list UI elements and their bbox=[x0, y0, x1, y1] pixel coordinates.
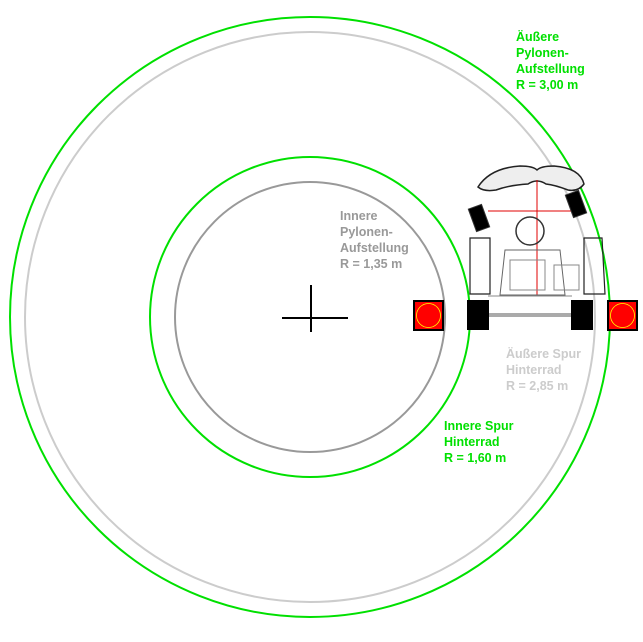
label-line: Hinterrad bbox=[506, 363, 562, 377]
label-line: Innere Spur bbox=[444, 419, 514, 433]
radius-value: R = 3,00 m bbox=[516, 78, 579, 92]
label-line: Aufstellung bbox=[516, 62, 585, 76]
label-line: Äußere Spur bbox=[506, 347, 582, 361]
outer-track-circle bbox=[24, 31, 596, 603]
label-line: Aufstellung bbox=[340, 241, 409, 255]
inner-pylon-circle bbox=[174, 181, 446, 453]
label-line: Hinterrad bbox=[444, 435, 500, 449]
outer-pylon-icon bbox=[607, 300, 638, 331]
label-line: Pylonen- bbox=[340, 225, 393, 239]
radius-value: R = 1,60 m bbox=[444, 451, 507, 465]
radius-value: R = 1,35 m bbox=[340, 257, 403, 271]
label-line: Innere bbox=[340, 209, 378, 223]
label-line: Pylonen- bbox=[516, 46, 569, 60]
go-kart-icon bbox=[467, 165, 606, 330]
radius-value: R = 2,85 m bbox=[506, 379, 569, 393]
center-crosshair-icon bbox=[282, 285, 348, 332]
inner-pylons-label: Innere Pylonen- Aufstellung R = 1,35 m bbox=[340, 208, 409, 272]
outer-track-label: Äußere Spur Hinterrad R = 2,85 m bbox=[506, 346, 581, 394]
inner-track-label: Innere Spur Hinterrad R = 1,60 m bbox=[444, 418, 513, 466]
outer-pylons-label: Äußere Pylonen- Aufstellung R = 3,00 m bbox=[516, 29, 585, 93]
inner-pylon-icon bbox=[413, 300, 444, 331]
label-line: Äußere bbox=[516, 30, 560, 44]
